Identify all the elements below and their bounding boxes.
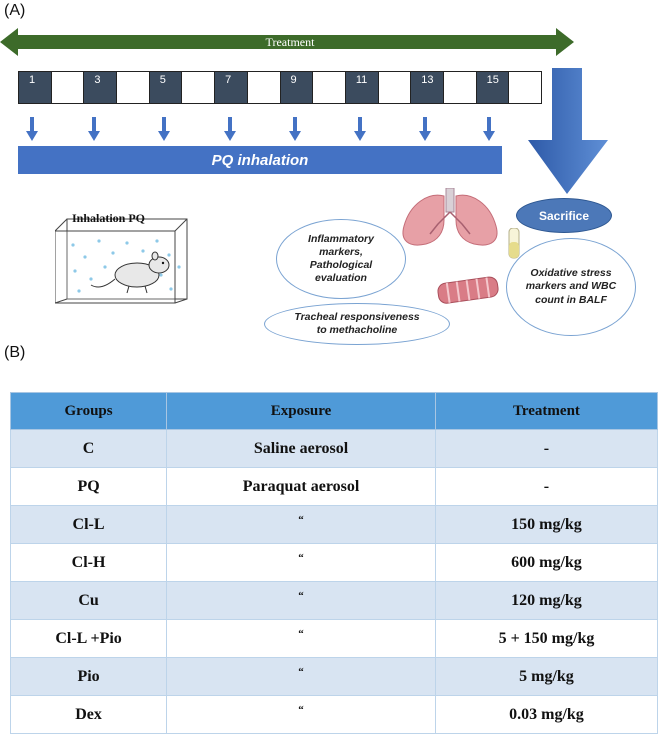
outcome-oxidative: Oxidative stress markers and WBC count i…: [506, 238, 636, 336]
treatment-cell: 120 mg/kg: [434, 581, 659, 620]
treatment-cell: 600 mg/kg: [434, 543, 659, 582]
group-cell: Cl-L +Pio: [9, 619, 168, 658]
group-cell: PQ: [9, 467, 168, 506]
sacrifice-arrow: [528, 68, 608, 194]
down-arrow-icon: [354, 117, 366, 141]
down-arrow-icon: [289, 117, 301, 141]
panel-a-label: (A): [4, 2, 26, 19]
day-label: 5: [159, 74, 166, 86]
treatment-cell: 0.03 mg/kg: [434, 695, 659, 734]
table-row: C Saline aerosol -: [9, 429, 659, 468]
day-label: 13: [421, 74, 434, 86]
day-cell: [182, 72, 216, 103]
day-timeline: 1 3 5 7 9 11 13 15: [18, 71, 542, 104]
down-arrow-icon: [26, 117, 38, 141]
day-cell: 11: [345, 72, 379, 103]
treatment-cell: 150 mg/kg: [434, 505, 659, 544]
day-cell: 15: [476, 72, 510, 103]
day-label: 9: [290, 74, 297, 86]
column-header: Exposure: [166, 392, 436, 430]
down-arrow-icon: [88, 117, 100, 141]
day-cell: 7: [215, 72, 248, 103]
down-arrow-icon: [483, 117, 495, 141]
treatment-arrow-label: Treatment: [265, 35, 315, 49]
day-cell: [443, 72, 477, 103]
inhalation-chamber-illustration: [55, 218, 188, 304]
day-cell: 13: [411, 72, 444, 103]
outcome-inflammatory: Inflammatory markers, Pathological evalu…: [276, 219, 406, 299]
outcome-tracheal: Tracheal responsiveness to methacholine: [264, 303, 450, 345]
table-row: Cl-L “ 150 mg/kg: [9, 505, 659, 544]
ditto-mark: “: [298, 627, 304, 640]
day-cell: [378, 72, 412, 103]
group-cell: Cu: [9, 581, 168, 620]
chamber-label: Inhalation PQ: [72, 211, 146, 225]
day-label: 15: [486, 74, 499, 86]
pq-inhalation-label: PQ inhalation: [211, 151, 309, 169]
day-cell: [509, 72, 541, 103]
day-cell: [51, 72, 85, 103]
treatment-cell: -: [434, 467, 659, 506]
treatment-cell: -: [434, 429, 659, 468]
ditto-mark: “: [298, 551, 304, 564]
table-row: Dex “ 0.03 mg/kg: [9, 695, 659, 734]
day-cell: 3: [84, 72, 118, 103]
ditto-mark: “: [298, 703, 304, 716]
day-cell: [247, 72, 281, 103]
table-row: Cl-H “ 600 mg/kg: [9, 543, 659, 582]
sacrifice-node: Sacrifice: [516, 198, 612, 233]
day-cell: 9: [280, 72, 314, 103]
group-cell: Pio: [9, 657, 168, 696]
day-cell: 5: [149, 72, 183, 103]
exposure-cell: “: [166, 619, 436, 658]
treatment-cell: 5 + 150 mg/kg: [434, 619, 659, 658]
table-header-row: Groups Exposure Treatment: [9, 392, 659, 430]
exposure-cell: “: [166, 695, 436, 734]
group-cell: Cl-L: [9, 505, 168, 544]
down-arrow-icon: [419, 117, 431, 141]
exposure-cell: Saline aerosol: [166, 429, 436, 468]
table-row: Cu “ 120 mg/kg: [9, 581, 659, 620]
treatment-double-arrow: [0, 28, 574, 56]
column-header: Groups: [9, 392, 168, 430]
day-label: 7: [225, 74, 232, 86]
ditto-mark: “: [298, 665, 304, 678]
test-tube-icon: [508, 228, 520, 259]
day-label: 3: [94, 74, 101, 86]
down-arrow-icon: [158, 117, 170, 141]
exposure-cell: “: [166, 657, 436, 696]
exposure-cell: “: [166, 543, 436, 582]
table-row: Pio “ 5 mg/kg: [9, 657, 659, 696]
column-header: Treatment: [434, 392, 659, 430]
table-row: PQ Paraquat aerosol -: [9, 467, 659, 506]
lungs-icon: [402, 188, 498, 246]
down-arrow-icon: [224, 117, 236, 141]
day-cell: [313, 72, 346, 103]
trachea-tissue-icon: [437, 276, 499, 304]
panel-b-label: (B): [4, 344, 26, 361]
ditto-mark: “: [298, 513, 304, 526]
group-cell: Dex: [9, 695, 168, 734]
treatment-cell: 5 mg/kg: [434, 657, 659, 696]
day-label: 1: [29, 74, 36, 86]
ditto-mark: “: [298, 589, 304, 602]
exposure-cell: Paraquat aerosol: [166, 467, 436, 506]
groups-table: Groups Exposure Treatment C Saline aeros…: [9, 392, 659, 734]
group-cell: Cl-H: [9, 543, 168, 582]
exposure-cell: “: [166, 505, 436, 544]
group-cell: C: [9, 429, 168, 468]
exposure-cell: “: [166, 581, 436, 620]
day-cell: 1: [19, 72, 52, 103]
day-label: 11: [355, 74, 368, 86]
day-cell: [117, 72, 150, 103]
table-row: Cl-L +Pio “ 5 + 150 mg/kg: [9, 619, 659, 658]
pq-inhalation-bar: PQ inhalation: [18, 146, 502, 174]
